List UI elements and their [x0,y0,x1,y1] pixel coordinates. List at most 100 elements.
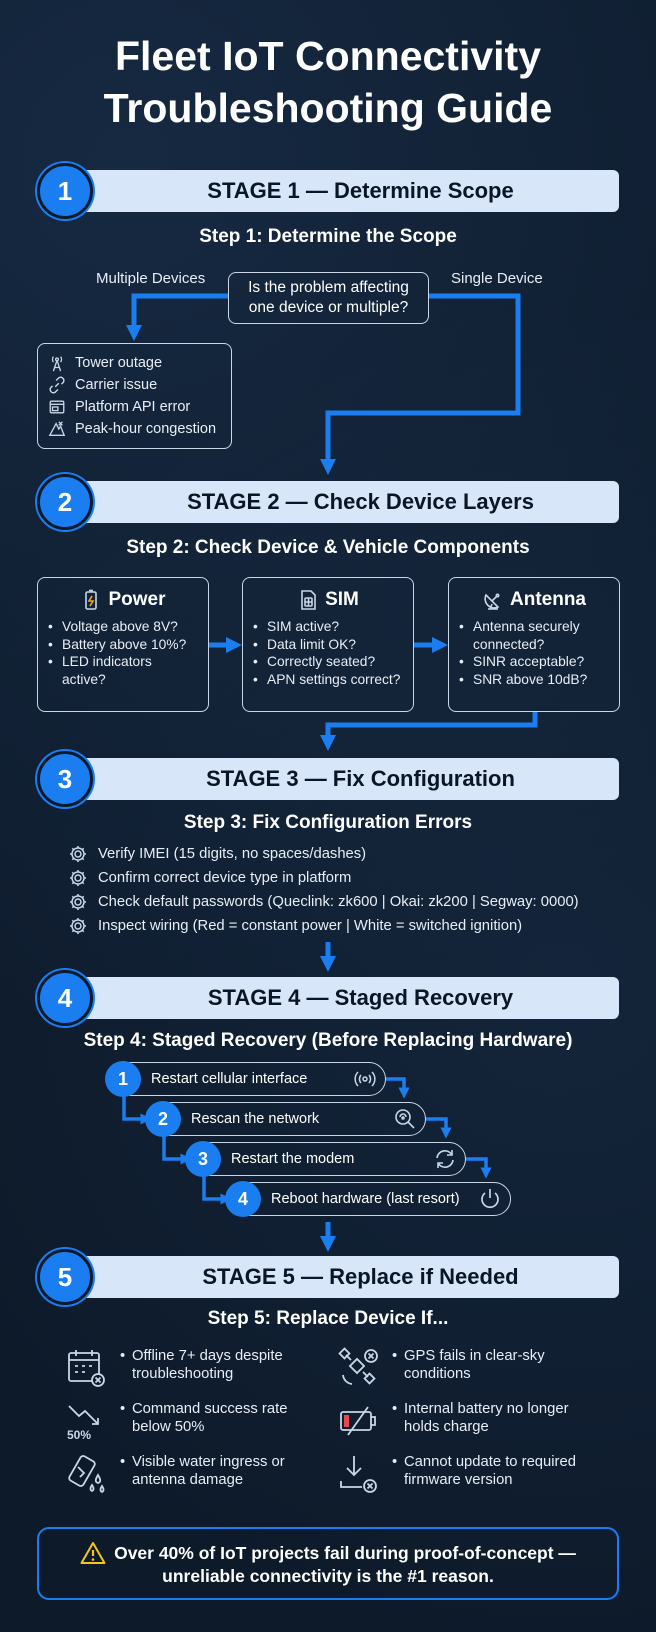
layer-name: Antenna [510,589,586,610]
recovery-step-label: Reboot hardware (last resort) [271,1191,460,1207]
layer-item: Correctly seated? [253,653,403,671]
recovery-step-label: Restart cellular interface [151,1071,308,1087]
satellite-x-icon [338,1347,378,1385]
condition-line-1: Command success rate [132,1401,288,1417]
arrow-multiple [125,293,228,342]
gear-icon [70,846,86,862]
config-item-passwords: Check default passwords (Queclink: zk600… [68,891,579,913]
arrow-step-link-1 [122,1096,152,1125]
refresh-icon [436,1150,454,1168]
replace-condition-command-rate: 50% Command success rate below 50% [66,1400,326,1444]
title-line-2: Troubleshooting Guide [103,85,553,131]
cause-label: Peak-hour congestion [75,421,217,437]
condition-line-2: conditions [404,1366,471,1382]
single-device-label: Single Device [451,270,543,287]
condition-line-1: Offline 7+ days despite [132,1348,283,1364]
warning-icon [80,1541,106,1564]
title-line-1: Fleet IoT Connectivity [115,33,541,79]
arrow-recovery-2 [425,1117,452,1139]
stage-5-bar: STAGE 5 — Replace if Needed [62,1256,619,1298]
layer-item: Voltage above 8V? [48,618,198,636]
config-item-device-type: Confirm correct device type in platform [68,867,351,889]
config-item-imei: Verify IMEI (15 digits, no spaces/dashes… [68,843,366,865]
svg-text:50%: 50% [67,1428,91,1442]
stage-1-bar: STAGE 1 — Determine Scope [62,170,619,212]
gear-icon [70,918,86,934]
power-icon [481,1189,499,1209]
recovery-step-label: Restart the modem [231,1151,355,1167]
condition-line-2: troubleshooting [132,1366,234,1382]
stage-2-badge: 2 [37,474,93,530]
cause-label: Tower outage [75,355,163,371]
signal-icon [354,1071,376,1087]
condition-line-2: below 50% [132,1419,205,1435]
replace-condition-firmware: Cannot update to required firmware versio… [338,1453,618,1497]
download-x-icon [340,1456,377,1493]
recovery-step-number: 1 [105,1061,141,1097]
step-3-title: Step 3: Fix Configuration Errors [183,812,473,833]
callout-line-1: Over 40% of IoT projects fail during pro… [114,1542,576,1563]
cause-platform-api: Platform API error [48,396,221,418]
stage-4-label: STAGE 4 — Staged Recovery [207,985,514,1010]
recovery-step-number: 4 [225,1181,261,1217]
layer-item: SINR acceptable? [459,653,609,671]
browser-window-icon [49,400,65,414]
warning-callout: Over 40% of IoT projects fail during pro… [37,1527,619,1600]
condition-line-2: firmware version [404,1472,513,1488]
condition-line-2: holds charge [404,1419,489,1435]
config-item-label: Verify IMEI (15 digits, no spaces/dashes… [98,846,367,862]
tower-icon [51,356,63,372]
multi-device-causes: Tower outage Carrier issue Platform API … [37,343,232,449]
multiple-devices-label: Multiple Devices [96,270,206,287]
condition-line-1: GPS fails in clear-sky [404,1348,545,1364]
arrow-step-link-3 [202,1176,232,1205]
recovery-step-3: 3 Restart the modem [185,1141,466,1177]
cause-peak-congestion: Peak-hour congestion [48,418,221,440]
step-5-title: Step 5: Replace Device If... [207,1308,449,1329]
battery-icon [85,589,98,610]
layer-name: SIM [325,589,359,610]
stage-4-bar: STAGE 4 — Staged Recovery [62,977,619,1019]
stage-2-bar: STAGE 2 — Check Device Layers [62,481,619,523]
layer-item: Antenna securely connected? [459,618,609,653]
gear-icon [70,894,86,910]
layer-item: SIM active? [253,618,403,636]
stage-1-label: STAGE 1 — Determine Scope [207,178,514,203]
layer-item: Data limit OK? [253,636,403,654]
stage-5-label: STAGE 5 — Replace if Needed [202,1264,519,1289]
cause-label: Carrier issue [75,377,158,393]
replace-condition-battery: Internal battery no longer holds charge [338,1400,618,1444]
gear-icon [70,870,86,886]
question-line-2: one device or multiple? [248,299,409,316]
layer-item: APN settings correct? [253,671,403,689]
step-4-title: Step 4: Staged Recovery (Before Replacin… [83,1030,573,1051]
arrow-to-stage3 [319,712,538,752]
trend-down-icon: 50% [67,1405,99,1442]
cause-tower-outage: Tower outage [48,352,221,374]
layer-antenna: Antenna Antenna securely connected? SINR… [448,577,620,712]
satellite-dish-icon [484,593,500,610]
condition-line-1: Internal battery no longer [404,1401,569,1417]
recovery-step-2: 2 Rescan the network [145,1101,426,1137]
callout-line-2: unreliable connectivity is the #1 reason… [162,1565,494,1586]
step-2-title: Step 2: Check Device & Vehicle Component… [126,537,530,558]
battery-dead-icon [340,1406,376,1436]
question-line-1: Is the problem affecting [248,279,409,296]
arrow-step-link-2 [162,1136,192,1165]
layer-sim: SIM SIM active? Data limit OK? Correctly… [242,577,414,712]
layer-item: LED indicators active? [48,653,198,688]
scope-question: Is the problem affecting one device or m… [228,272,429,324]
calendar-x-icon [68,1350,105,1387]
config-item-wiring: Inspect wiring (Red = constant power | W… [68,915,522,937]
condition-line-1: Cannot update to required [404,1454,576,1470]
sim-card-icon [301,590,316,610]
arrow-recovery-3 [465,1157,492,1179]
config-item-label: Inspect wiring (Red = constant power | W… [98,918,523,934]
layer-item: SNR above 10dB? [459,671,609,689]
stage-3-label: STAGE 3 — Fix Configuration [206,766,515,791]
recovery-step-number: 2 [145,1101,181,1137]
layer-power: Power Voltage above 8V? Battery above 10… [37,577,209,712]
congestion-icon [48,421,66,436]
